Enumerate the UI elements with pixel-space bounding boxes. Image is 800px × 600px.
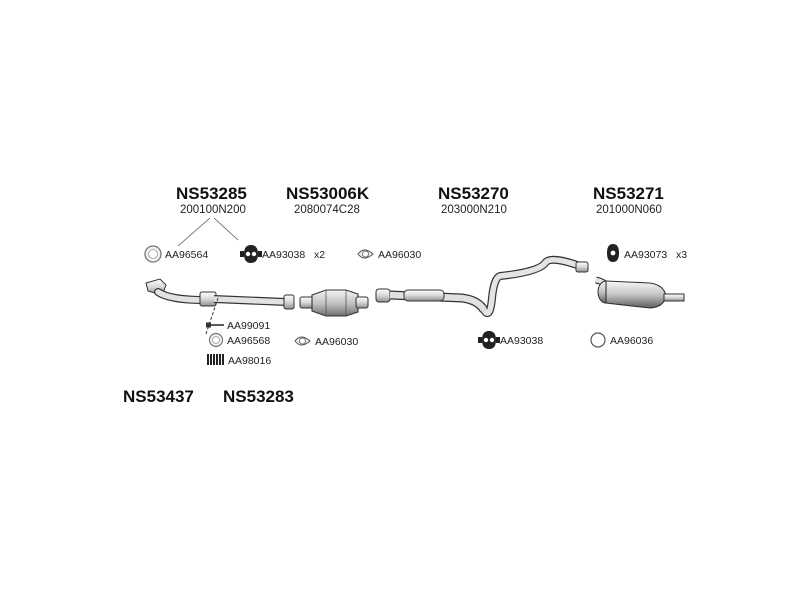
ring-gasket-icon [144,245,162,263]
assembly-subcode: 203000N210 [441,204,507,216]
assembly-ns53271[interactable]: NS53271 201000N060 [593,184,664,216]
catalytic-converter[interactable] [299,289,369,317]
part-label: AA99091 [227,320,270,332]
rubber-hanger-icon [607,244,619,262]
assembly-subcode: 201000N060 [596,204,662,216]
flange-gasket-icon [294,336,311,346]
ring-gasket-icon [590,332,606,348]
part-aa96564[interactable]: AA96564 [144,245,208,263]
part-aa99091[interactable]: AA99091 [206,320,270,332]
assembly-ns53270[interactable]: NS53270 203000N210 [438,184,509,216]
reference-dashed-line [205,297,219,335]
part-label: AA96030 [378,249,421,261]
part-label: AA96564 [165,249,208,261]
assembly-ns53285[interactable]: NS53285 200100N200 [176,184,247,216]
part-label: AA93038 [500,335,543,347]
part-aa93038-top[interactable]: AA93038 x2 [240,245,325,263]
part-label: AA96568 [227,335,270,347]
rubber-hanger-icon [478,331,500,349]
part-aa96036[interactable]: AA96036 [590,332,653,348]
part-label: AA93073 [624,249,667,261]
code-ns53437[interactable]: NS53437 [123,387,194,406]
front-pipe[interactable] [145,278,295,310]
assembly-code: NS53006K [286,184,370,203]
ring-gasket-icon [208,332,224,348]
assembly-code: NS53270 [438,184,509,203]
rubber-hanger-icon [240,245,262,263]
leader-lines [177,217,239,247]
part-aa98016[interactable]: AA98016 [207,354,271,367]
part-aa96568[interactable]: AA96568 [208,332,271,348]
part-aa93038-bottom[interactable]: AA93038 [478,331,543,349]
assembly-ns53006k[interactable]: NS53006K 2080074C28 [286,184,370,216]
part-label: AA93038 [262,249,305,261]
part-quantity: x2 [314,249,325,261]
assembly-subcode: 200100N200 [180,204,246,216]
part-aa96030-top[interactable]: AA96030 [357,249,421,261]
part-label: AA96030 [315,336,358,348]
assembly-code: NS53271 [593,184,664,203]
part-aa93073[interactable]: AA93073 x3 [607,244,687,262]
bolt-icon [206,322,224,328]
spring-icon [207,354,224,365]
part-label: AA98016 [228,355,271,367]
part-label: AA96036 [610,335,653,347]
assembly-code: NS53285 [176,184,247,203]
flange-gasket-icon [357,249,374,259]
center-pipe[interactable] [375,255,589,317]
part-quantity: x3 [676,249,687,261]
part-aa96030-bottom[interactable]: AA96030 [294,336,358,348]
code-ns53283[interactable]: NS53283 [223,387,294,406]
assembly-subcode: 2080074C28 [294,204,360,216]
rear-muffler[interactable] [595,276,685,309]
